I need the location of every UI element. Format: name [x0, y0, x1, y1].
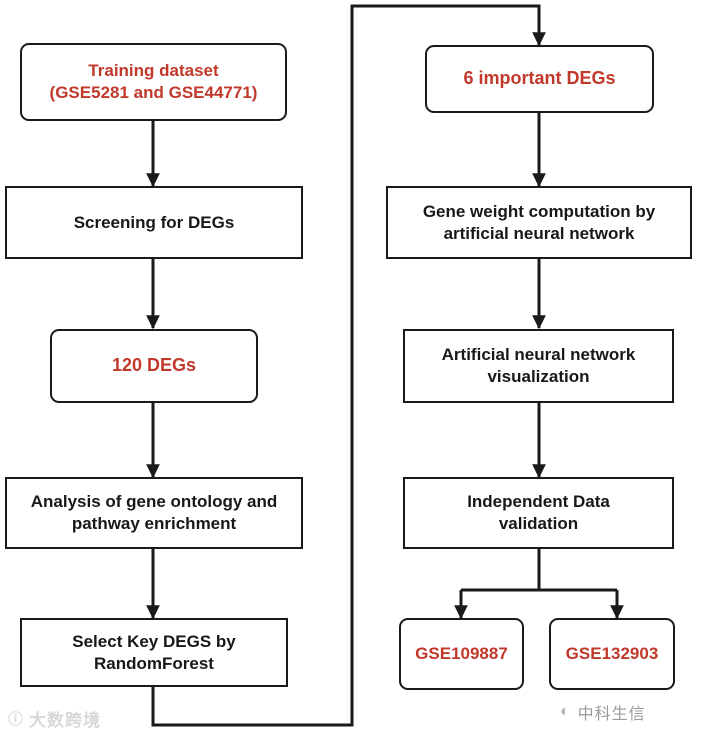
node-ann-visualization[interactable]: Artificial neural network visualization	[403, 329, 674, 403]
node-gene-ontology[interactable]: Analysis of gene ontology and pathway en…	[5, 477, 303, 549]
node-six-important-degs-label: 6 important DEGs	[463, 68, 616, 89]
node-training-dataset-label: Training dataset (GSE5281 and GSE44771)	[49, 61, 258, 102]
node-screening-degs[interactable]: Screening for DEGs	[5, 186, 303, 259]
node-gene-weight-label: Gene weight computation by artificial ne…	[422, 201, 656, 243]
node-six-important-degs[interactable]: 6 important DEGs	[425, 45, 654, 113]
node-independent-validation-label: Independent Data validation	[467, 492, 610, 533]
node-gse109887[interactable]: GSE109887	[399, 618, 524, 690]
edge-randomforest-to-six-degs	[151, 4, 546, 727]
node-screening-degs-label: Screening for DEGs	[73, 212, 235, 232]
node-120-degs[interactable]: 120 DEGs	[50, 329, 258, 403]
node-gene-ontology-label: Analysis of gene ontology and pathway en…	[30, 492, 278, 533]
node-120-degs-label: 120 DEGs	[111, 355, 197, 376]
node-gse132903-label: GSE132903	[565, 644, 659, 664]
node-gse109887-label: GSE109887	[415, 644, 508, 664]
node-gse132903[interactable]: GSE132903	[549, 618, 675, 690]
node-random-forest[interactable]: Select Key DEGS by RandomForest	[20, 618, 288, 687]
node-ann-visualization-label: Artificial neural network visualization	[441, 345, 636, 386]
node-independent-validation[interactable]: Independent Data validation	[403, 477, 674, 549]
node-training-dataset[interactable]: Training dataset (GSE5281 and GSE44771)	[20, 43, 287, 121]
node-gene-weight[interactable]: Gene weight computation by artificial ne…	[386, 186, 692, 259]
node-random-forest-label: Select Key DEGS by RandomForest	[72, 631, 236, 673]
